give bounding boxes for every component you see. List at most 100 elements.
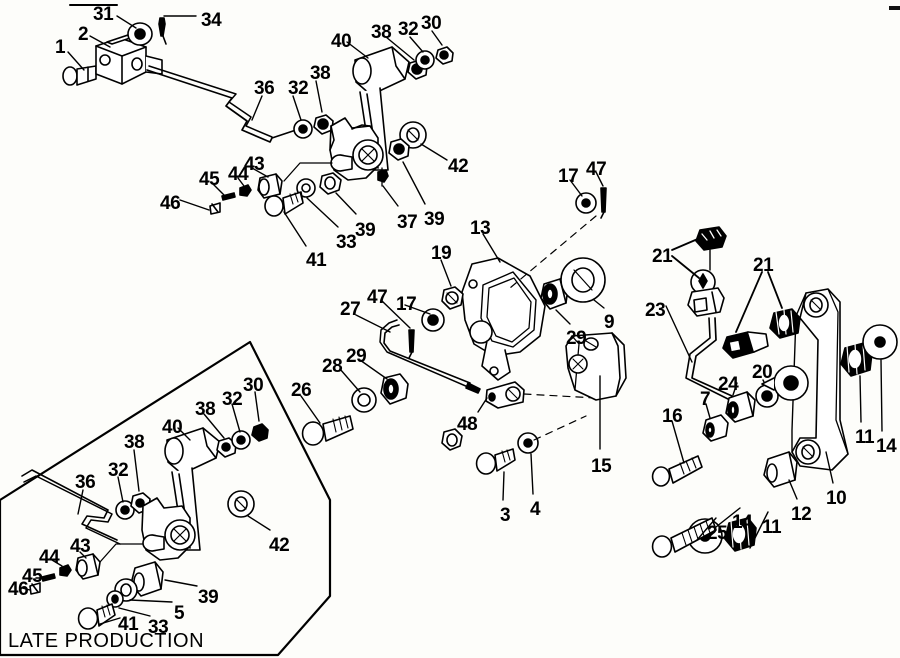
- leader-21a-up: [671, 237, 701, 251]
- leader-38b: [385, 36, 415, 61]
- callout-34: 34: [201, 10, 222, 31]
- callout-39-a: 39: [424, 209, 445, 230]
- inset-leader-30: [254, 391, 260, 422]
- leader-40: [346, 41, 369, 59]
- leader-11b: [859, 375, 862, 423]
- leader-32a: [292, 95, 302, 121]
- inset-leader-40: [177, 427, 191, 441]
- part-4-washer: [517, 432, 539, 454]
- inset-guide: [99, 543, 143, 563]
- inset-part-46-plug: [29, 582, 41, 595]
- leader-3: [502, 471, 505, 501]
- leader-21b-left: [735, 271, 763, 333]
- part-9-washer: [560, 257, 606, 303]
- callout-11-b: 11: [855, 427, 875, 448]
- part-36-rod: [146, 65, 297, 143]
- part-39-nut-b: [319, 172, 342, 195]
- callout-30-a: 30: [421, 13, 442, 34]
- callout-19: 19: [431, 243, 452, 264]
- callout-46: 46: [160, 193, 181, 214]
- part-26-bolt: [301, 415, 354, 446]
- part-12-sleeve: [763, 451, 798, 488]
- leader-27: [355, 314, 391, 333]
- callout-23: 23: [645, 300, 666, 321]
- corner-registration-mark: [889, 6, 900, 10]
- callout-47-a: 47: [586, 159, 607, 180]
- leader-21a-down: [671, 255, 700, 279]
- axis-dash-4: [533, 415, 587, 441]
- inset-leader-5: [129, 599, 173, 603]
- callout-41: 41: [306, 250, 327, 271]
- leader-29a: [555, 309, 571, 325]
- inset-callout-5: 5: [174, 603, 185, 624]
- part-37-clip: [377, 167, 389, 187]
- leader-47a: [595, 171, 604, 187]
- callout-38-a: 38: [371, 22, 392, 43]
- callout-33: 33: [336, 232, 357, 253]
- leader-24: [732, 382, 738, 396]
- callout-14-b: 14: [876, 436, 897, 457]
- inset-leader-32a: [117, 476, 124, 503]
- inset-leader-39: [164, 579, 198, 587]
- part-16-bolt: [651, 455, 703, 487]
- inset-callout-44: 44: [39, 547, 60, 568]
- leader-11a: [749, 511, 769, 549]
- leader-29b: [359, 359, 388, 380]
- inset-callout-43: 43: [70, 536, 91, 557]
- leader-12: [788, 479, 798, 500]
- inset-leader-46: [21, 587, 31, 591]
- leader-46: [179, 199, 210, 211]
- part-2-clamp-block: [95, 33, 163, 85]
- callout-40: 40: [331, 31, 352, 52]
- leader-31: [116, 15, 137, 29]
- leader-39a: [402, 161, 426, 205]
- inset-callout-33: 33: [148, 617, 169, 638]
- callout-47-b: 47: [367, 287, 388, 308]
- inset-part-36-rod: [21, 469, 121, 545]
- part-34-cotter-pin: [158, 17, 167, 45]
- inset-part-33-washer: [106, 590, 124, 608]
- part-10-lever-arm: [761, 288, 849, 471]
- callout-24: 24: [718, 374, 739, 395]
- part-38-nut-a: [313, 114, 334, 135]
- leader-39b: [335, 192, 357, 215]
- part-17-washer-b: [421, 308, 445, 332]
- leader-7: [705, 403, 711, 419]
- inset-callout-38-b: 38: [195, 399, 216, 420]
- callout-43: 43: [244, 154, 265, 175]
- leader-43: [251, 167, 269, 178]
- part-46-plug: [209, 202, 221, 215]
- leader-19: [440, 259, 452, 287]
- callout-9: 9: [604, 312, 615, 333]
- leader-37: [382, 185, 399, 207]
- inset-part-45-pin: [41, 573, 56, 582]
- callout-27: 27: [340, 299, 361, 320]
- leader-41: [283, 211, 307, 247]
- callout-32-a: 32: [398, 19, 419, 40]
- inset-callout-41: 41: [118, 614, 139, 635]
- callout-3: 3: [500, 505, 511, 526]
- inset-border: [0, 340, 332, 657]
- guide-43-housing: [283, 162, 333, 182]
- callout-2: 2: [78, 24, 89, 45]
- leader-13: [482, 233, 501, 263]
- leader-42: [420, 143, 448, 161]
- callout-32-b: 32: [288, 78, 309, 99]
- part-20-washer: [755, 384, 779, 408]
- part-32-washer-a: [293, 119, 313, 139]
- leader-14a: [715, 507, 741, 528]
- inset-leader-33: [118, 607, 151, 617]
- leader-17b: [404, 304, 431, 315]
- leader-25: [696, 517, 717, 541]
- part-23-wire: [685, 317, 733, 401]
- leader-14b: [880, 359, 883, 432]
- inset-part-32-washer-a: [115, 500, 135, 520]
- leader-21b-right: [767, 271, 783, 309]
- callout-17-a: 17: [558, 166, 579, 187]
- part-30-nut: [435, 46, 454, 65]
- part-24-sleeve: [725, 391, 756, 423]
- callout-38-b: 38: [310, 63, 331, 84]
- inset-callout-32-a: 32: [108, 460, 129, 481]
- inset-callout-46: 46: [8, 579, 29, 600]
